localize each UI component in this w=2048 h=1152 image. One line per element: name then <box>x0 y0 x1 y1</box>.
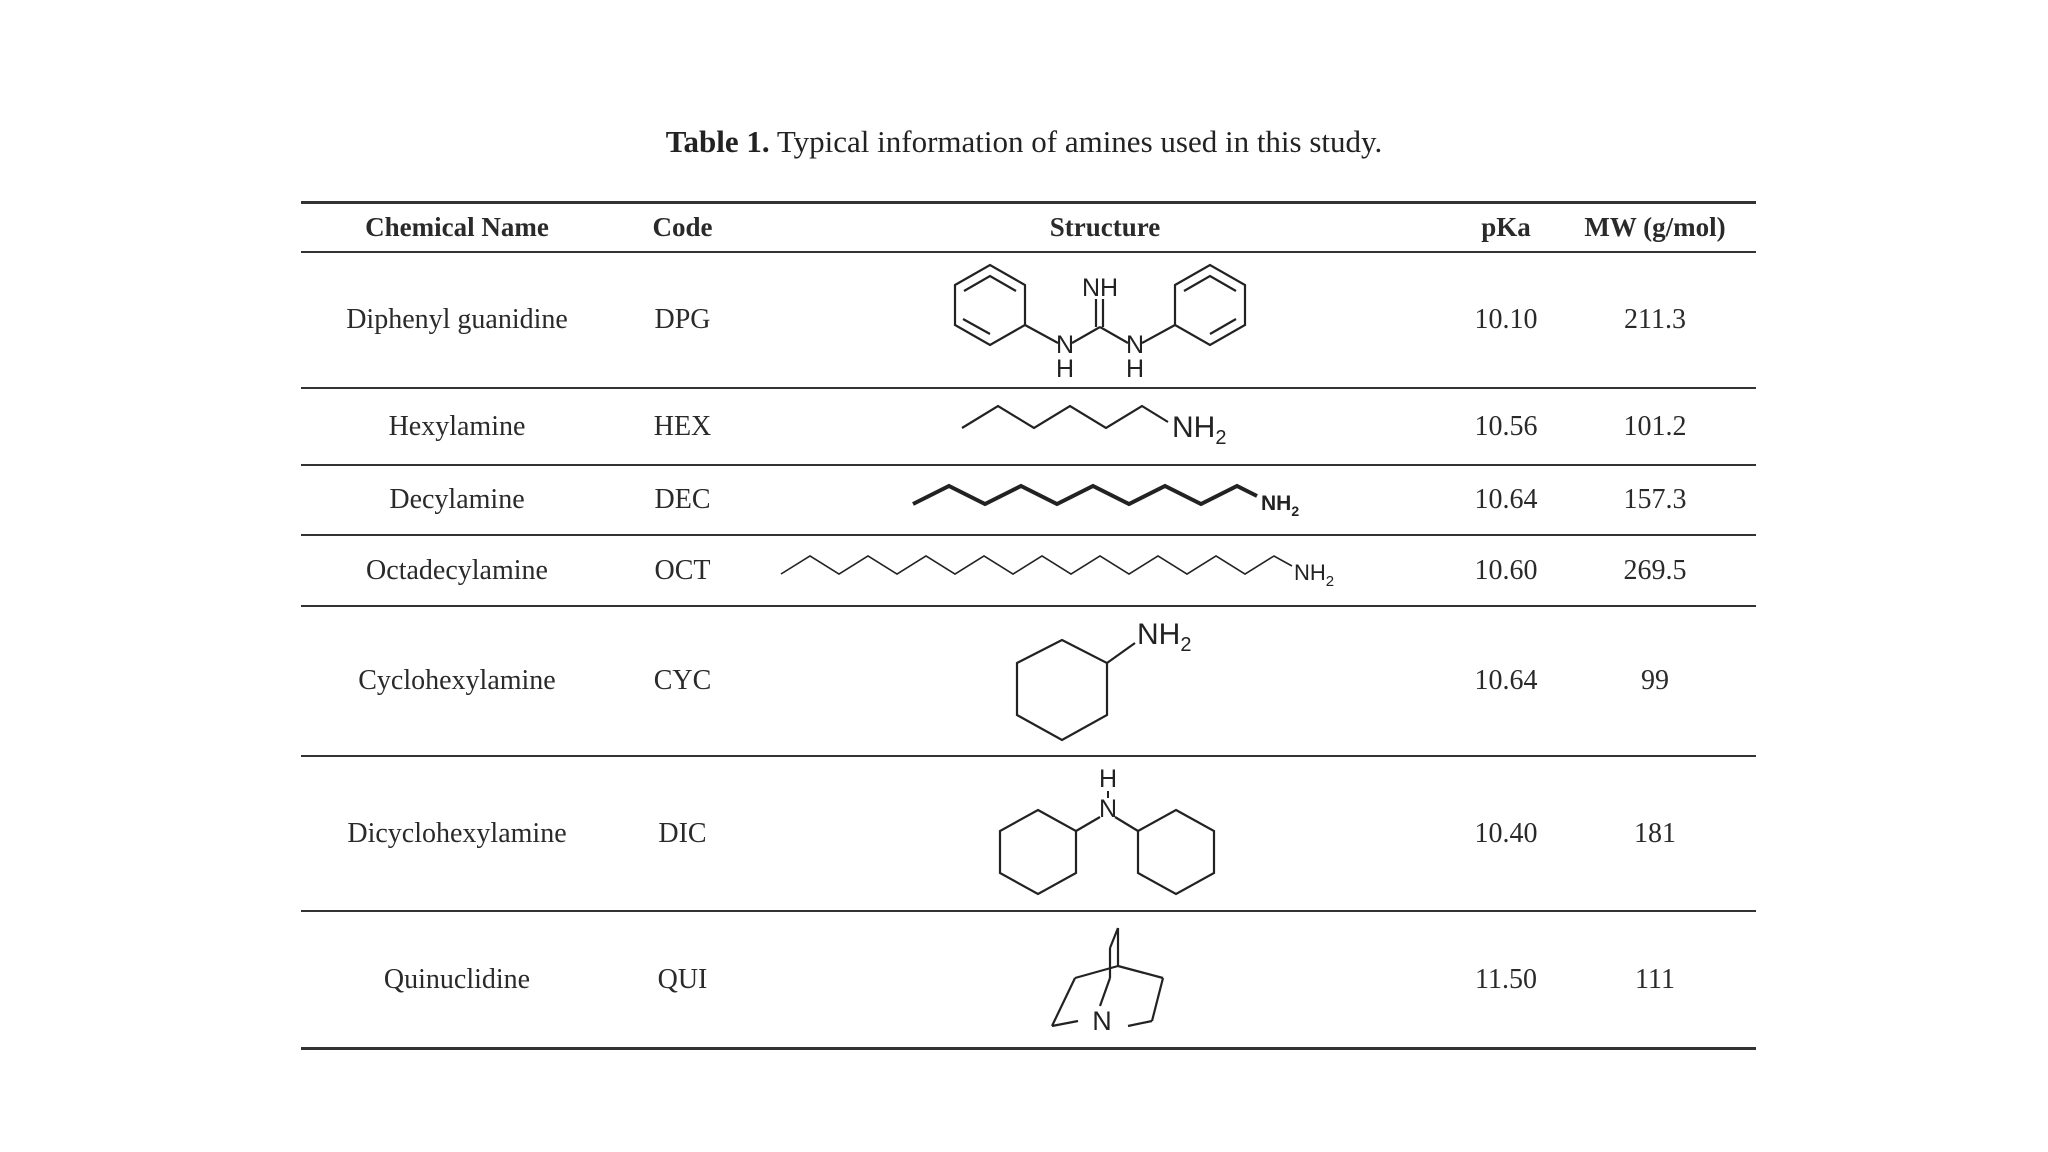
cell-pka: 10.64 <box>1474 665 1538 696</box>
cell-pka: 10.40 <box>1474 817 1538 849</box>
amine-h-label: H <box>1126 355 1144 383</box>
caption-label: Table 1. <box>665 124 770 159</box>
header-mw: MW (g/mol) <box>1584 211 1726 242</box>
cell-name: Quinuclidine <box>383 963 531 995</box>
row-divider <box>301 534 1756 536</box>
amine-label: NH2 <box>1172 411 1226 449</box>
cell-code: HEX <box>653 410 712 442</box>
amine-n-label: N <box>1099 795 1117 823</box>
cell-mw: 111 <box>1635 963 1675 995</box>
amine-h-label: H <box>1099 765 1117 793</box>
cell-code: DPG <box>654 304 711 335</box>
amine-n-label: N <box>1056 331 1074 359</box>
cell-code: DIC <box>658 817 707 849</box>
octadecylamine-structure: NH2 <box>780 555 1334 590</box>
bottom-rule <box>301 1047 1756 1050</box>
cyclohexylamine-structure: NH2 <box>1015 618 1191 742</box>
hexylamine-structure: NH2 <box>961 404 1226 449</box>
row-divider <box>301 755 1756 757</box>
header-rule <box>301 251 1756 253</box>
header-chemical-name: Chemical Name <box>365 211 549 242</box>
cell-name: Octadecylamine <box>366 554 548 586</box>
cell-mw: 211.3 <box>1624 304 1686 335</box>
diphenylguanidine-structure: NH N H N H <box>953 263 1247 383</box>
amine-n-label: N <box>1126 331 1144 359</box>
cell-pka: 10.64 <box>1474 484 1538 515</box>
caption-text: Typical information of amines used in th… <box>776 124 1383 159</box>
dicyclohexylamine-structure: H N <box>998 765 1216 896</box>
row-divider <box>301 910 1756 912</box>
amine-h-label: H <box>1056 355 1074 383</box>
cell-mw: 269.5 <box>1623 554 1687 586</box>
cell-pka: 10.10 <box>1474 304 1538 335</box>
row-divider <box>301 387 1756 389</box>
amine-label: NH2 <box>1137 618 1191 656</box>
cell-code: DEC <box>654 484 711 515</box>
cell-mw: 99 <box>1641 665 1669 696</box>
cell-mw: 181 <box>1634 817 1676 849</box>
header-code: Code <box>652 211 713 242</box>
amine-label: NH2 <box>1294 560 1334 590</box>
top-rule <box>301 201 1756 204</box>
nitrogen-label: N <box>1092 1006 1112 1036</box>
cell-pka: 10.60 <box>1474 554 1538 586</box>
cell-code: QUI <box>657 963 708 995</box>
table-caption: Table 1. Typical information of amines u… <box>0 124 2048 160</box>
cell-name: Hexylamine <box>388 410 526 442</box>
cell-pka: 11.50 <box>1475 963 1537 995</box>
row-divider <box>301 464 1756 466</box>
cell-code: OCT <box>654 554 711 586</box>
cell-name: Diphenyl guanidine <box>346 304 568 335</box>
cell-mw: 157.3 <box>1623 484 1687 515</box>
cell-code: CYC <box>653 665 712 696</box>
cell-name: Dicyclohexylamine <box>347 817 567 849</box>
cell-mw: 101.2 <box>1623 410 1687 442</box>
cell-pka: 10.56 <box>1474 410 1538 442</box>
cell-name: Cyclohexylamine <box>358 665 556 696</box>
row-divider <box>301 605 1756 607</box>
amine-label: NH2 <box>1261 492 1299 519</box>
decylamine-structure: NH2 <box>912 483 1299 519</box>
quinuclidine-structure: N <box>1051 927 1165 1036</box>
cell-name: Decylamine <box>389 484 525 515</box>
header-structure: Structure <box>1049 211 1161 242</box>
imine-label: NH <box>1082 274 1118 302</box>
header-pka: pKa <box>1481 211 1531 242</box>
